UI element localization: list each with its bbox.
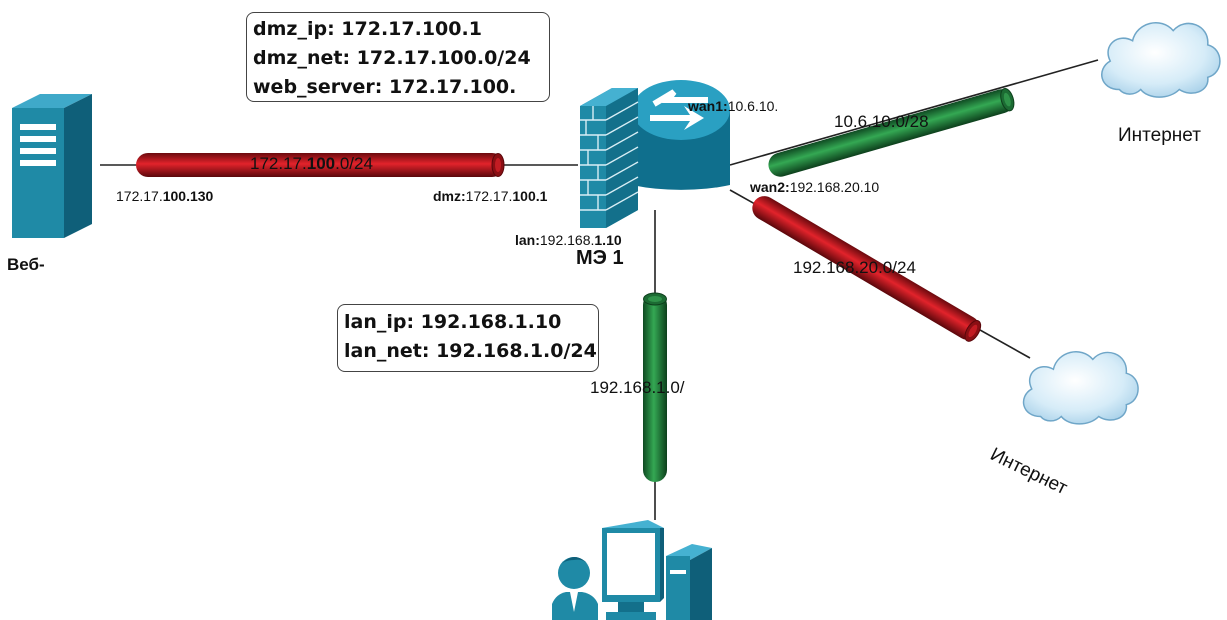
lan-prefix: 192.168. [539, 232, 595, 248]
wan2-interface-label: wan2:192.168.20.10 [750, 179, 879, 195]
server-icon [12, 94, 92, 238]
wan1-ip: 10.6.10. [727, 98, 779, 114]
wan2-tube [752, 196, 982, 342]
firewall-name-label: МЭ 1 [576, 247, 624, 269]
dmz-subnet-prefix: 172.17. [250, 154, 307, 173]
dmz-key: dmz: [433, 188, 466, 204]
dmz-prefix: 172.17. [465, 188, 513, 204]
lan-tube [643, 292, 667, 482]
dmz-net-text: dmz_net: 172.17.100.0/24 [253, 47, 531, 69]
wan2-subnet-label: 192.168.20.0/24 [793, 258, 916, 277]
wan1-subnet-label: 10.6.10.0/28 [834, 112, 929, 131]
dmz-subnet-bold: 100 [306, 154, 336, 173]
wan1-key: wan1: [688, 98, 728, 114]
lan-net-text: lan_net: 192.168.1.0/24 [344, 340, 597, 362]
dmz-subnet-label: 172.17.100.0/24 [250, 154, 373, 174]
server-ip-bold: 100.130 [162, 188, 214, 204]
server-ip-prefix: 172.17. [116, 188, 163, 204]
lan-info-box: lan_ip: 192.168.1.10 lan_net: 192.168.1.… [337, 304, 599, 372]
lan-bold: 1.10 [594, 232, 622, 248]
server-name-label: Веб- [7, 255, 45, 274]
dmz-info-box: dmz_ip: 172.17.100.1 dmz_net: 172.17.100… [246, 12, 550, 102]
lan-interface-label: lan:192.168.1.10 [515, 232, 622, 248]
cloud-icon [1022, 350, 1139, 425]
web-server-text: web_server: 172.17.100. [253, 76, 517, 98]
user-icon [552, 557, 598, 620]
wan2-ip: 192.168.20.10 [789, 179, 880, 195]
dmz-bold: 100.1 [512, 188, 548, 204]
wan1-interface-label: wan1:10.6.10. [688, 98, 778, 114]
dmz-interface-label: dmz:172.17.100.1 [433, 188, 547, 204]
lan-key: lan: [515, 232, 540, 248]
wan2-key: wan2: [750, 179, 790, 195]
workstation-icon [602, 520, 712, 620]
dmz-tube [136, 153, 505, 177]
wan1-tube [768, 87, 1015, 177]
dmz-ip-text: dmz_ip: 172.17.100.1 [253, 18, 482, 40]
firewall-router-icon [580, 80, 730, 228]
internet-label-1: Интернет [1118, 125, 1201, 146]
dmz-subnet-suffix: .0/24 [335, 154, 373, 173]
router-wan1-line [729, 59, 1099, 166]
lan-ip-text: lan_ip: 192.168.1.10 [344, 311, 562, 333]
lan-subnet-label: 192.168.1.0/ [590, 378, 685, 397]
cloud-icon [1100, 21, 1221, 98]
server-ip-label: 172.17.100.130 [116, 188, 213, 204]
